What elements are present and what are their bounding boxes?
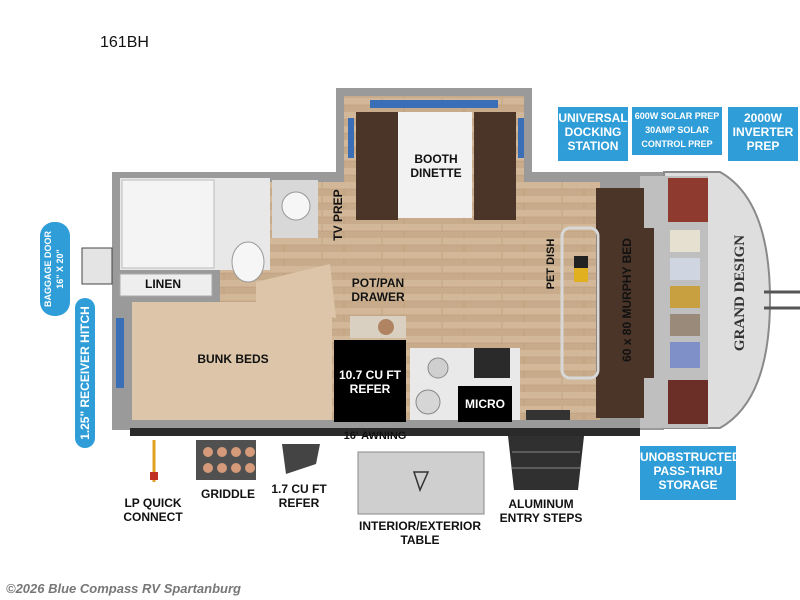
- receiver-hitch-callout: 1.25" RECEIVER HITCH: [75, 298, 95, 448]
- awning-label: 16' AWNING: [343, 430, 407, 442]
- table-label: INTERIOR/EXTERIOR TABLE: [358, 519, 481, 547]
- baggage-door-callout: BAGGAGE DOOR 16" X 20": [40, 222, 70, 316]
- awning: [130, 428, 640, 436]
- micro-label: MICRO: [465, 397, 505, 411]
- docking-station-callout: UNIVERSAL DOCKING STATION: [558, 107, 628, 161]
- toilet: [231, 241, 265, 283]
- griddle-label: GRIDDLE: [201, 487, 255, 501]
- dinette-table: [398, 112, 472, 218]
- pet-dish-label: PET DISH: [545, 238, 557, 290]
- murphy-bed-label: 60 x 80 MURPHY BED: [620, 238, 634, 362]
- booth-dinette-label: BOOTH DINETTE: [410, 152, 462, 180]
- model-name: 161BH: [100, 34, 149, 51]
- refrigerator: [334, 340, 406, 422]
- pot-pan-drawer-label: POT/PAN DRAWER: [351, 276, 405, 304]
- lp-quick-connect-label: LP QUICK CONNECT: [123, 496, 183, 524]
- inverter-callout: 2000W INVERTER PREP: [728, 107, 798, 161]
- exterior-table: [357, 451, 485, 515]
- solar-callout: 600W SOLAR PREP 30AMP SOLAR CONTROL PREP: [632, 107, 722, 155]
- copyright-text: ©2026 Blue Compass RV Spartanburg: [6, 581, 241, 596]
- tv-prep-label: TV PREP: [331, 189, 345, 241]
- microwave: [458, 386, 512, 422]
- refrigerator-label: 10.7 CU FT REFER: [338, 368, 401, 396]
- brand-logo: GRAND DESIGN: [732, 234, 748, 352]
- murphy-bed: [596, 228, 654, 378]
- pass-thru-callout: UNOBSTRUCTED PASS-THRU STORAGE: [640, 446, 741, 500]
- linen-label: LINEN: [145, 277, 181, 291]
- bunk-beds: [132, 302, 332, 420]
- entry-steps: [508, 436, 584, 490]
- mini-refer-label: 1.7 CU FT REFER: [271, 482, 327, 510]
- entry-steps-label: ALUMINUM ENTRY STEPS: [499, 497, 583, 525]
- griddle: [196, 440, 256, 480]
- bunk-beds-label: BUNK BEDS: [197, 352, 269, 366]
